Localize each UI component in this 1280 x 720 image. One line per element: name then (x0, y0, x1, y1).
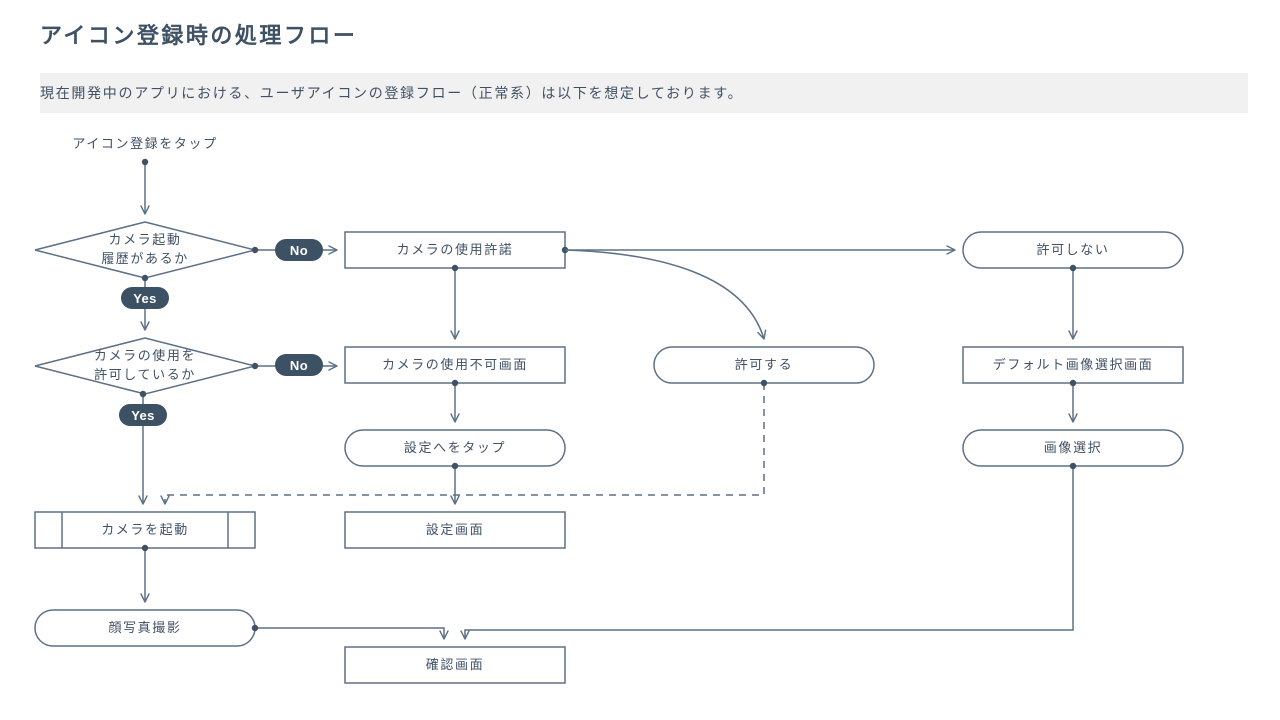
shape-has-camera-history[interactable] (34, 221, 256, 279)
edge-dot (760, 379, 768, 387)
shape-confirmation-screen[interactable] (344, 646, 566, 684)
edge-image-select-to-confirmation (460, 466, 1074, 640)
pill-yes-1 (121, 287, 169, 309)
edge-dot (451, 462, 459, 470)
subtitle-text: 現在開発中のアプリにおける、ユーザアイコンの登録フロー（正常系）は以下を想定して… (40, 85, 744, 101)
pill-yes-2 (119, 404, 167, 426)
edge-dot (141, 158, 149, 166)
shape-image-select[interactable] (962, 429, 1184, 467)
shape-default-image-select-screen[interactable] (962, 346, 1184, 384)
edge-dot (139, 390, 147, 398)
edge-dot (251, 624, 259, 632)
edge-dot (1069, 264, 1077, 272)
edge-dot (1069, 462, 1077, 470)
shape-settings-screen[interactable] (344, 511, 566, 549)
pill-no-1 (275, 239, 323, 261)
shape-camera-unavailable-screen[interactable] (344, 346, 566, 384)
shape-camera-use-consent[interactable] (344, 231, 566, 269)
edge-dot (141, 274, 149, 282)
edge-dot (141, 544, 149, 552)
shape-allow[interactable] (653, 346, 875, 384)
edge-dot (451, 379, 459, 387)
edge-consent-to-allow (564, 249, 767, 340)
edge-dot (451, 264, 459, 272)
edge-allow-to-start-camera (160, 383, 765, 505)
shape-camera-permission-allowed[interactable] (34, 337, 256, 395)
edge-face-photo-to-confirmation (255, 627, 449, 640)
shape-do-not-allow[interactable] (962, 231, 1184, 269)
shape-tap-to-settings[interactable] (344, 429, 566, 467)
shape-take-face-photo[interactable] (34, 609, 256, 647)
page-title: アイコン登録時の処理フロー (40, 23, 358, 48)
edge-label-pills (119, 239, 323, 426)
shape-start-camera[interactable] (34, 511, 256, 549)
edge-dot (251, 362, 259, 370)
pill-no-2 (275, 354, 323, 376)
subtitle-band (40, 73, 1248, 113)
edge-dot (1069, 379, 1077, 387)
edge-dot (251, 246, 259, 254)
